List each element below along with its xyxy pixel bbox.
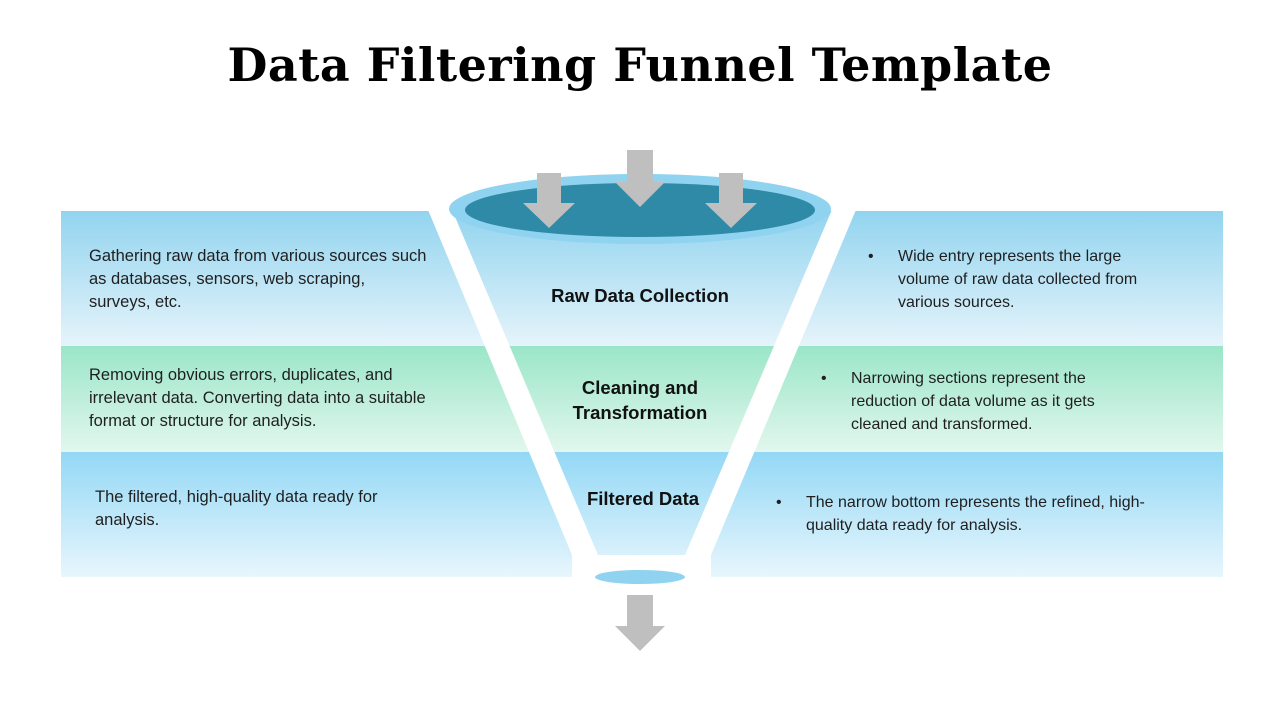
description-cleaning: Removing obvious errors, duplicates, and… (89, 366, 426, 430)
description-raw-collection: Gathering raw data from various sources … (89, 247, 427, 311)
bullet-marker: • (868, 248, 874, 265)
band-cleaning (61, 346, 1223, 453)
note-cleaning: • Narrowing sections represent the reduc… (821, 367, 1131, 436)
note-text: Narrowing sections represent the reducti… (851, 370, 1095, 433)
arrow-down-icon (615, 595, 665, 651)
arrow-down-icon (705, 173, 757, 228)
bullet-marker: • (821, 370, 827, 387)
note-filtered: • The narrow bottom represents the refin… (776, 491, 1156, 537)
funnel-outlet (595, 570, 685, 584)
funnel-wall-left (426, 205, 598, 580)
stage-label-raw-collection: Raw Data Collection (551, 285, 729, 306)
page-title: Data Filtering Funnel Template (227, 38, 1053, 92)
description-filtered: The filtered, high-quality data ready fo… (95, 488, 378, 529)
arrow-down-icon (615, 150, 665, 207)
stage-label-filtered: Filtered Data (586, 488, 700, 509)
funnel-wall-right (685, 205, 858, 580)
note-raw-collection: • Wide entry represents the large volume… (868, 245, 1168, 314)
arrow-down-icon (523, 173, 575, 228)
stage-label-cleaning: Cleaning and Transformation (572, 377, 708, 423)
note-text: Wide entry represents the large volume o… (898, 248, 1138, 311)
bullet-marker: • (776, 494, 782, 511)
note-text: The narrow bottom represents the refined… (806, 494, 1145, 534)
